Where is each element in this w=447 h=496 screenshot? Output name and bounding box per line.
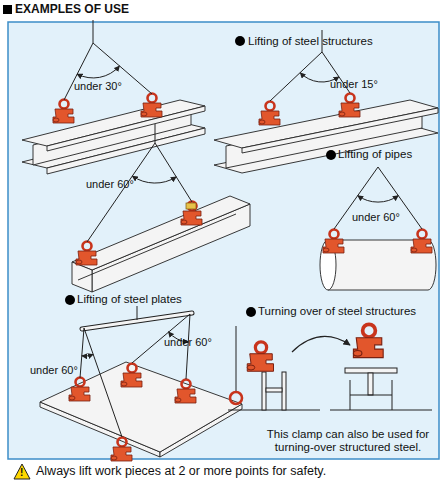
sling-line: [84, 328, 122, 437]
i-beam: [22, 100, 205, 146]
clamp: [353, 324, 383, 357]
h-beam-frame: [282, 372, 286, 410]
sling-line: [87, 124, 192, 242]
clamp: [339, 94, 360, 118]
clamp: [69, 364, 196, 462]
clamp: [247, 342, 273, 371]
angle-arc: [82, 354, 93, 356]
clamp: [111, 438, 132, 462]
clamp: [69, 378, 90, 402]
turn-arrow: [292, 336, 350, 352]
i-beam: [22, 100, 205, 174]
channel-beam: [72, 196, 250, 292]
clamp: [323, 230, 432, 254]
h-beam-frame: [228, 326, 320, 410]
bullet-dot: [235, 36, 245, 46]
angle-label: under 60°: [164, 336, 212, 349]
t-beam-frame: [368, 373, 373, 395]
warning-mark: !: [20, 466, 23, 479]
angle-arc: [77, 66, 120, 78]
sling-line: [155, 143, 192, 202]
angle-arc: [77, 66, 120, 78]
clamp: [175, 380, 196, 404]
angle-arc: [358, 196, 399, 202]
t-beam-frame: [330, 410, 432, 411]
clamp: [76, 242, 97, 266]
title-bullet: [3, 5, 12, 14]
bullet-dot: [326, 150, 336, 160]
sling-line: [155, 124, 156, 143]
warning-triangle: [14, 464, 30, 479]
t-beam-frame: [345, 368, 397, 373]
clamp: [247, 342, 273, 371]
sling-line: [80, 328, 84, 378]
bullet-dot: [235, 36, 245, 46]
clamp: [353, 324, 383, 357]
warning-triangle: [14, 464, 30, 479]
clamp: [121, 364, 142, 388]
h-beam-frame: [262, 372, 266, 410]
sling-line: [64, 20, 152, 100]
h-beam-frame: [266, 388, 282, 392]
clamp: [411, 230, 432, 254]
clamp: [76, 202, 202, 266]
section-heading: Lifting of steel plates: [77, 293, 182, 306]
sling-line: [93, 20, 94, 43]
hoist-ring: [230, 392, 242, 404]
h-beam-frame: [228, 410, 320, 411]
t-beam-frame: [330, 368, 432, 410]
clamp-back: [186, 203, 196, 209]
sling-line: [270, 52, 322, 101]
angle-label: under 60°: [352, 211, 400, 224]
hoist-ring: [230, 392, 242, 404]
clamp-back: [186, 203, 196, 209]
clamp: [259, 94, 360, 126]
i-beam: [214, 100, 438, 148]
note-text: This clamp can also be used for turning-…: [252, 428, 444, 454]
steel-plate: [40, 362, 242, 457]
bullet-dot: [246, 307, 256, 317]
turn-arrow: [292, 336, 350, 352]
h-beam-frame: [236, 326, 237, 392]
sling-line: [334, 167, 422, 229]
bullet-dot: [65, 295, 75, 305]
i-beam: [214, 100, 438, 173]
angle-label: under 60°: [30, 364, 78, 377]
bullet-dot: [326, 150, 336, 160]
section-heading: Turning over of steel structures: [258, 305, 416, 318]
angle-arc: [358, 196, 399, 202]
safety-caption: Always lift work pieces at 2 or more poi…: [36, 464, 326, 479]
t-beam-frame: [350, 380, 392, 410]
clamp: [323, 230, 344, 254]
sling-line: [87, 143, 155, 242]
channel-beam: [78, 214, 236, 280]
spreader-bar: [82, 306, 192, 329]
angle-arc: [132, 176, 176, 183]
page-title: EXAMPLES OF USE: [15, 3, 129, 16]
section-heading: Lifting of pipes: [338, 148, 412, 161]
angle-label: under 30°: [74, 80, 122, 93]
bullet-dot: [65, 295, 75, 305]
bullet-dot: [246, 307, 256, 317]
sling-line: [80, 314, 190, 437]
channel-beam: [72, 262, 92, 292]
clamp: [259, 102, 280, 126]
angle-arc: [132, 176, 176, 183]
angle-label: under 15°: [330, 78, 378, 91]
background-panel: [8, 22, 439, 459]
channel-beam: [72, 196, 250, 270]
spreader-bar: [137, 306, 138, 320]
clamp: [53, 100, 74, 124]
clamp: [181, 202, 202, 226]
background-panel: [8, 22, 439, 459]
clamp: [141, 94, 162, 118]
section-heading: Lifting of steel structures: [248, 35, 373, 48]
angle-label: under 60°: [86, 178, 134, 191]
title-bullet: [3, 5, 12, 14]
clamp: [53, 94, 162, 124]
